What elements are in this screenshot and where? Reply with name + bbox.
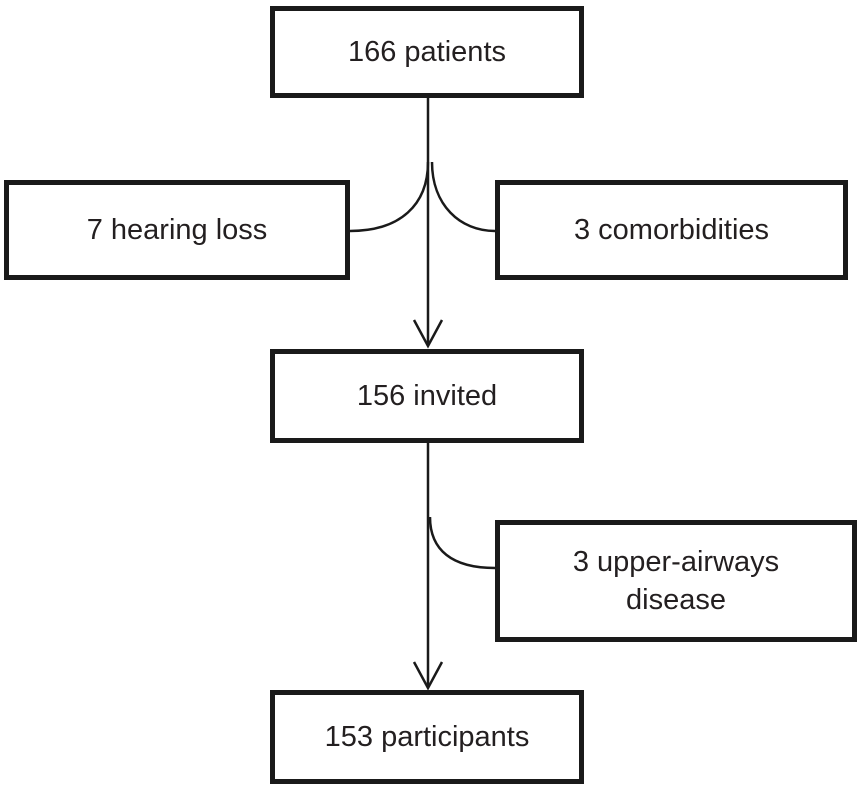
upper-airways-box: 3 upper-airways disease: [495, 520, 857, 642]
branch-curve-hearing-loss: [349, 161, 430, 233]
branch-curve-comorbidities: [430, 161, 496, 233]
branch-curve-upper-airways: [428, 516, 496, 570]
invited-label: 156 invited: [356, 380, 498, 412]
comorbidities-box: 3 comorbidities: [495, 180, 848, 280]
participants-box: 153 participants: [270, 690, 584, 784]
patients-label: 166 patients: [347, 36, 506, 68]
hearing-loss-box: 7 hearing loss: [4, 180, 350, 280]
upper-airways-label-line1: 3 upper-airways: [572, 546, 780, 578]
arrowhead-to-invited: [412, 319, 444, 349]
patients-box: 166 patients: [270, 6, 584, 98]
invited-box: 156 invited: [270, 349, 584, 443]
hearing-loss-label: 7 hearing loss: [86, 214, 268, 246]
upper-airways-label-line2: disease: [626, 584, 726, 616]
participants-label: 153 participants: [324, 721, 530, 753]
comorbidities-label: 3 comorbidities: [573, 214, 770, 246]
arrowhead-to-participants: [412, 661, 444, 691]
